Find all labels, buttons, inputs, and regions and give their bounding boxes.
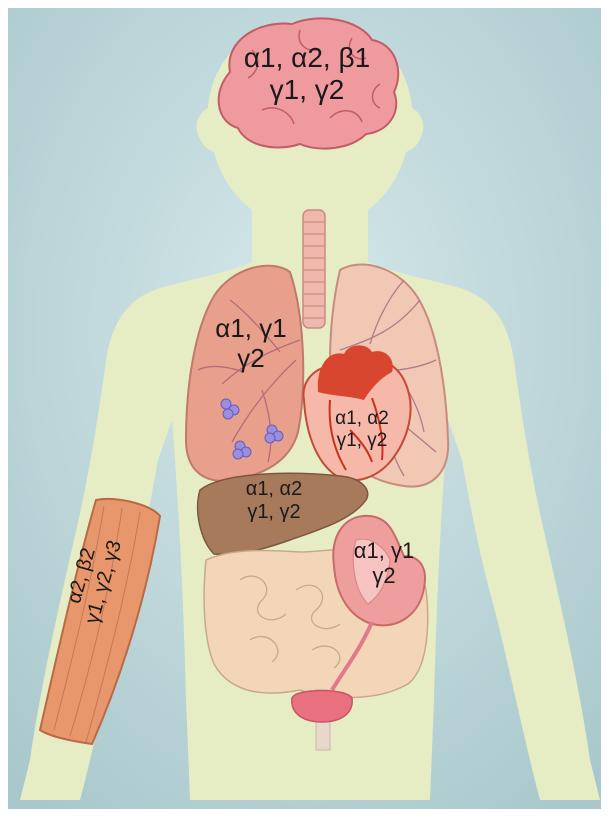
liver-label-line1: α1, α2 (214, 478, 334, 501)
bladder (292, 691, 352, 723)
heart-label: α1, α2 γ1, γ2 (312, 408, 412, 452)
kidney-label: α1, γ1 γ2 (334, 538, 434, 589)
lungs-label: α1, γ1 γ2 (196, 314, 306, 374)
kidney-label-line2: γ2 (334, 563, 434, 588)
brain-label-line1: α1, α2, β1 (222, 42, 392, 74)
liver-label-line2: γ1, γ2 (214, 501, 334, 524)
lungs-label-line2: γ2 (196, 344, 306, 374)
heart-label-line2: γ1, γ2 (312, 430, 412, 452)
liver-label: α1, α2 γ1, γ2 (214, 478, 334, 524)
brain-label: α1, α2, β1 γ1, γ2 (222, 42, 392, 106)
brain-label-line2: γ1, γ2 (222, 74, 392, 106)
lungs-label-line1: α1, γ1 (196, 314, 306, 344)
trachea (303, 210, 325, 328)
heart-label-line1: α1, α2 (312, 408, 412, 430)
kidney-label-line1: α1, γ1 (334, 538, 434, 563)
